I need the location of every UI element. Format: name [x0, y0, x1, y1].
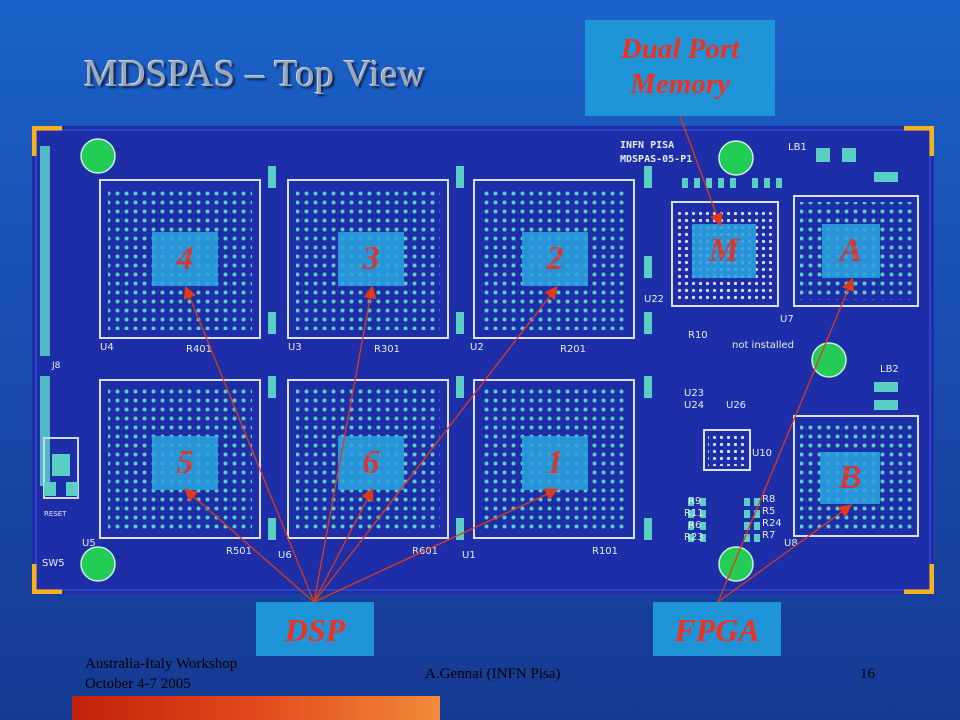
refdes-label: J8 — [51, 361, 61, 371]
arrow-dsp-3 — [313, 285, 377, 603]
arrow-dsp-5 — [184, 488, 315, 603]
arrow-fpga-b — [717, 504, 853, 603]
page-number: 16 — [860, 666, 875, 682]
refdes-label: SW5 — [42, 558, 65, 569]
arrow-dsp-6 — [313, 487, 374, 603]
refdes-label: R24 — [762, 518, 782, 529]
refdes-label: R601 — [412, 546, 438, 557]
memory-chip-label: M — [692, 224, 756, 278]
mount-hole — [80, 138, 116, 174]
refdes-label: R6 — [688, 520, 701, 531]
arrow-dsp-1 — [313, 488, 559, 603]
refdes-label: R401 — [186, 344, 212, 355]
refdes-label: R23 — [684, 532, 704, 543]
mount-hole — [80, 546, 116, 582]
fpga-label-b: B — [820, 452, 880, 504]
refdes-label: R101 — [592, 546, 618, 557]
refdes-label: U26 — [726, 400, 746, 411]
dual-port-memory-callout: Dual Port Memory — [585, 20, 775, 116]
refdes-label: R501 — [226, 546, 252, 557]
refdes-label: R201 — [560, 344, 586, 355]
pcb-board: INFN PISA MDSPAS-05-P1 U4 U3 U2 U5 U6 U1… — [27, 121, 939, 599]
refdes-label: R8 — [762, 494, 775, 505]
refdes-label: R301 — [374, 344, 400, 355]
refdes-label: U5 — [82, 538, 96, 549]
dsp-label-1: 1 — [522, 436, 588, 490]
arrow-fpga-a — [717, 277, 855, 603]
mount-hole — [811, 342, 847, 378]
refdes-label: R10 — [688, 330, 708, 341]
dsp-label-3: 3 — [338, 232, 404, 286]
u10-package — [703, 429, 751, 471]
refdes-label: R11 — [684, 508, 704, 519]
footer-workshop: Australia-Italy Workshop October 4-7 200… — [85, 654, 237, 694]
pcb-graphic: INFN PISA MDSPAS-05-P1 U4 U3 U2 U5 U6 U1… — [27, 121, 939, 599]
silkscreen-label: MDSPAS-05-P1 — [620, 154, 692, 165]
refdes-label: U6 — [278, 550, 292, 561]
refdes-label: U7 — [780, 314, 794, 325]
refdes-label: U22 — [644, 294, 664, 305]
callout-line: Memory — [630, 67, 730, 100]
reset-switch — [43, 437, 79, 499]
arrow-dsp-4 — [183, 285, 315, 603]
refdes-label: U24 — [684, 400, 704, 411]
dsp-label-6: 6 — [338, 436, 404, 490]
mount-hole — [718, 140, 754, 176]
footer-accent-bar — [72, 696, 440, 720]
corner-bracket — [27, 121, 62, 156]
dsp-label-5: 5 — [152, 436, 218, 490]
footer-line: Australia-Italy Workshop — [85, 656, 238, 672]
fpga-label-a: A — [822, 224, 880, 278]
refdes-label: not installed — [732, 340, 794, 351]
refdes-label: R7 — [762, 530, 775, 541]
refdes-label: U8 — [784, 538, 798, 549]
refdes-label: U3 — [288, 342, 302, 353]
refdes-label: U4 — [100, 342, 114, 353]
refdes-label: R9 — [688, 496, 701, 507]
silkscreen-label: INFN PISA — [620, 140, 674, 151]
fpga-callout: FPGA — [653, 602, 781, 656]
callout-line: Dual Port — [620, 33, 740, 65]
refdes-label: R5 — [762, 506, 775, 517]
refdes-label: RESET — [44, 510, 67, 518]
slide-title: MDSPAS – Top View — [84, 53, 426, 95]
refdes-label: U10 — [752, 448, 772, 459]
arrow-memory — [679, 115, 723, 227]
refdes-label: LB2 — [880, 364, 899, 375]
footer-line: October 4-7 2005 — [85, 676, 191, 692]
refdes-label: U1 — [462, 550, 476, 561]
mount-hole — [718, 546, 754, 582]
refdes-label: U23 — [684, 388, 704, 399]
arrow-dsp-2 — [313, 285, 558, 603]
refdes-label: U2 — [470, 342, 484, 353]
refdes-label: LB1 — [788, 142, 807, 153]
dsp-label-2: 2 — [522, 232, 588, 286]
footer-author: A.Gennai (INFN Pisa) — [425, 666, 561, 682]
dsp-label-4: 4 — [152, 232, 218, 286]
dsp-callout: DSP — [256, 602, 374, 656]
